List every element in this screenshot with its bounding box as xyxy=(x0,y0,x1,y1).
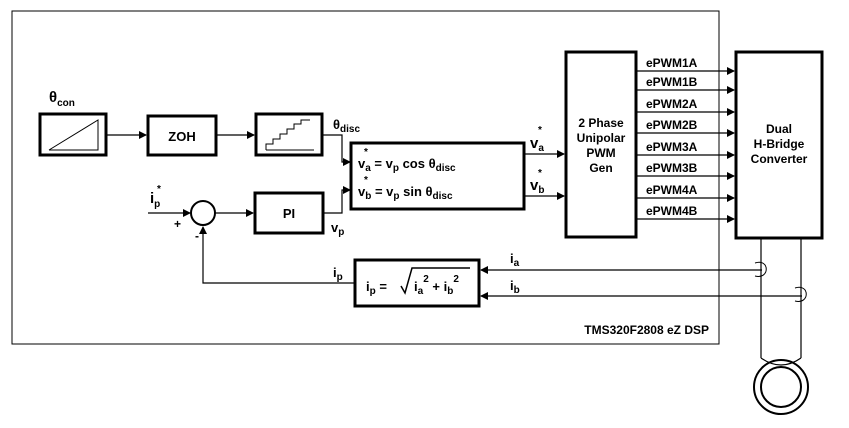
epwm2b-label: ePWM2B xyxy=(646,118,698,132)
current-sensor-b xyxy=(794,286,807,302)
ramp-icon xyxy=(48,119,99,151)
theta-con-block xyxy=(38,112,108,157)
hbridge-block xyxy=(734,50,824,240)
pwm-gen-line-2: Unipolar xyxy=(577,131,626,145)
motor xyxy=(753,238,809,415)
sum-minus: - xyxy=(195,229,199,243)
dsp-label: TMS320F2808 eZ DSP xyxy=(584,323,709,337)
dsp-boundary xyxy=(11,10,720,345)
hbridge-line-2: H-Bridge xyxy=(754,137,805,151)
wire-ip-feedback xyxy=(199,226,355,284)
va-label: va xyxy=(530,135,544,154)
va-star: * xyxy=(538,125,542,136)
ip-eq-radicand: ia2 + ib2 xyxy=(414,274,459,297)
va-equation: va = vp cos θdisc xyxy=(358,156,456,174)
zoh-label: ZOH xyxy=(168,129,195,144)
epwm4a-label: ePWM4A xyxy=(646,183,698,197)
summing-junction xyxy=(190,200,216,226)
transform-block xyxy=(349,141,526,211)
hbridge-line-1: Dual xyxy=(766,122,792,136)
theta-con-label: θcon xyxy=(49,89,75,109)
motor-outer xyxy=(753,359,809,415)
epwm1a-label: ePWM1A xyxy=(646,56,698,70)
epwm3b-label: ePWM3B xyxy=(646,161,698,175)
pwm-gen-line-4: Gen xyxy=(589,161,612,175)
pwm-outputs: ePWM1A ePWM1B ePWM2A ePWM2B ePWM3A ePWM3… xyxy=(636,56,735,223)
theta-disc-label: θdisc xyxy=(333,117,360,135)
epwm3a-label: ePWM3A xyxy=(646,140,698,154)
ip-star-mark: * xyxy=(157,184,161,195)
staircase-icon xyxy=(265,119,310,150)
ip-equation: ip = xyxy=(366,279,387,297)
vb-star: * xyxy=(538,168,542,179)
ia-label: ia xyxy=(510,251,520,269)
current-sensor-a xyxy=(754,261,767,277)
ip-label: ip xyxy=(333,265,343,283)
sqrt-sign xyxy=(400,267,470,295)
sum-plus: + xyxy=(174,217,181,231)
va-eq-star: * xyxy=(364,147,368,158)
vb-equation: vb = vp sin θdisc xyxy=(358,184,453,202)
hbridge-line-3: Converter xyxy=(751,152,808,166)
epwm2a-label: ePWM2A xyxy=(646,97,698,111)
vb-label: vb xyxy=(530,177,544,196)
pi-label: PI xyxy=(283,206,295,221)
wire-theta-disc xyxy=(322,134,351,166)
pwm-gen-line-1: 2 Phase xyxy=(578,116,624,130)
pwm-gen-block xyxy=(564,50,638,239)
wire-vp xyxy=(323,186,351,214)
epwm4b-label: ePWM4B xyxy=(646,204,698,218)
ib-label: ib xyxy=(510,278,520,296)
ip-star-label: ip xyxy=(150,190,160,210)
vp-label: vp xyxy=(331,220,344,238)
zoh-block xyxy=(146,114,218,157)
quantizer-block xyxy=(254,112,324,157)
vb-eq-star: * xyxy=(364,175,368,186)
epwm1b-label: ePWM1B xyxy=(646,75,698,89)
motor-inner xyxy=(760,366,802,408)
pwm-gen-line-3: PWM xyxy=(586,146,615,160)
